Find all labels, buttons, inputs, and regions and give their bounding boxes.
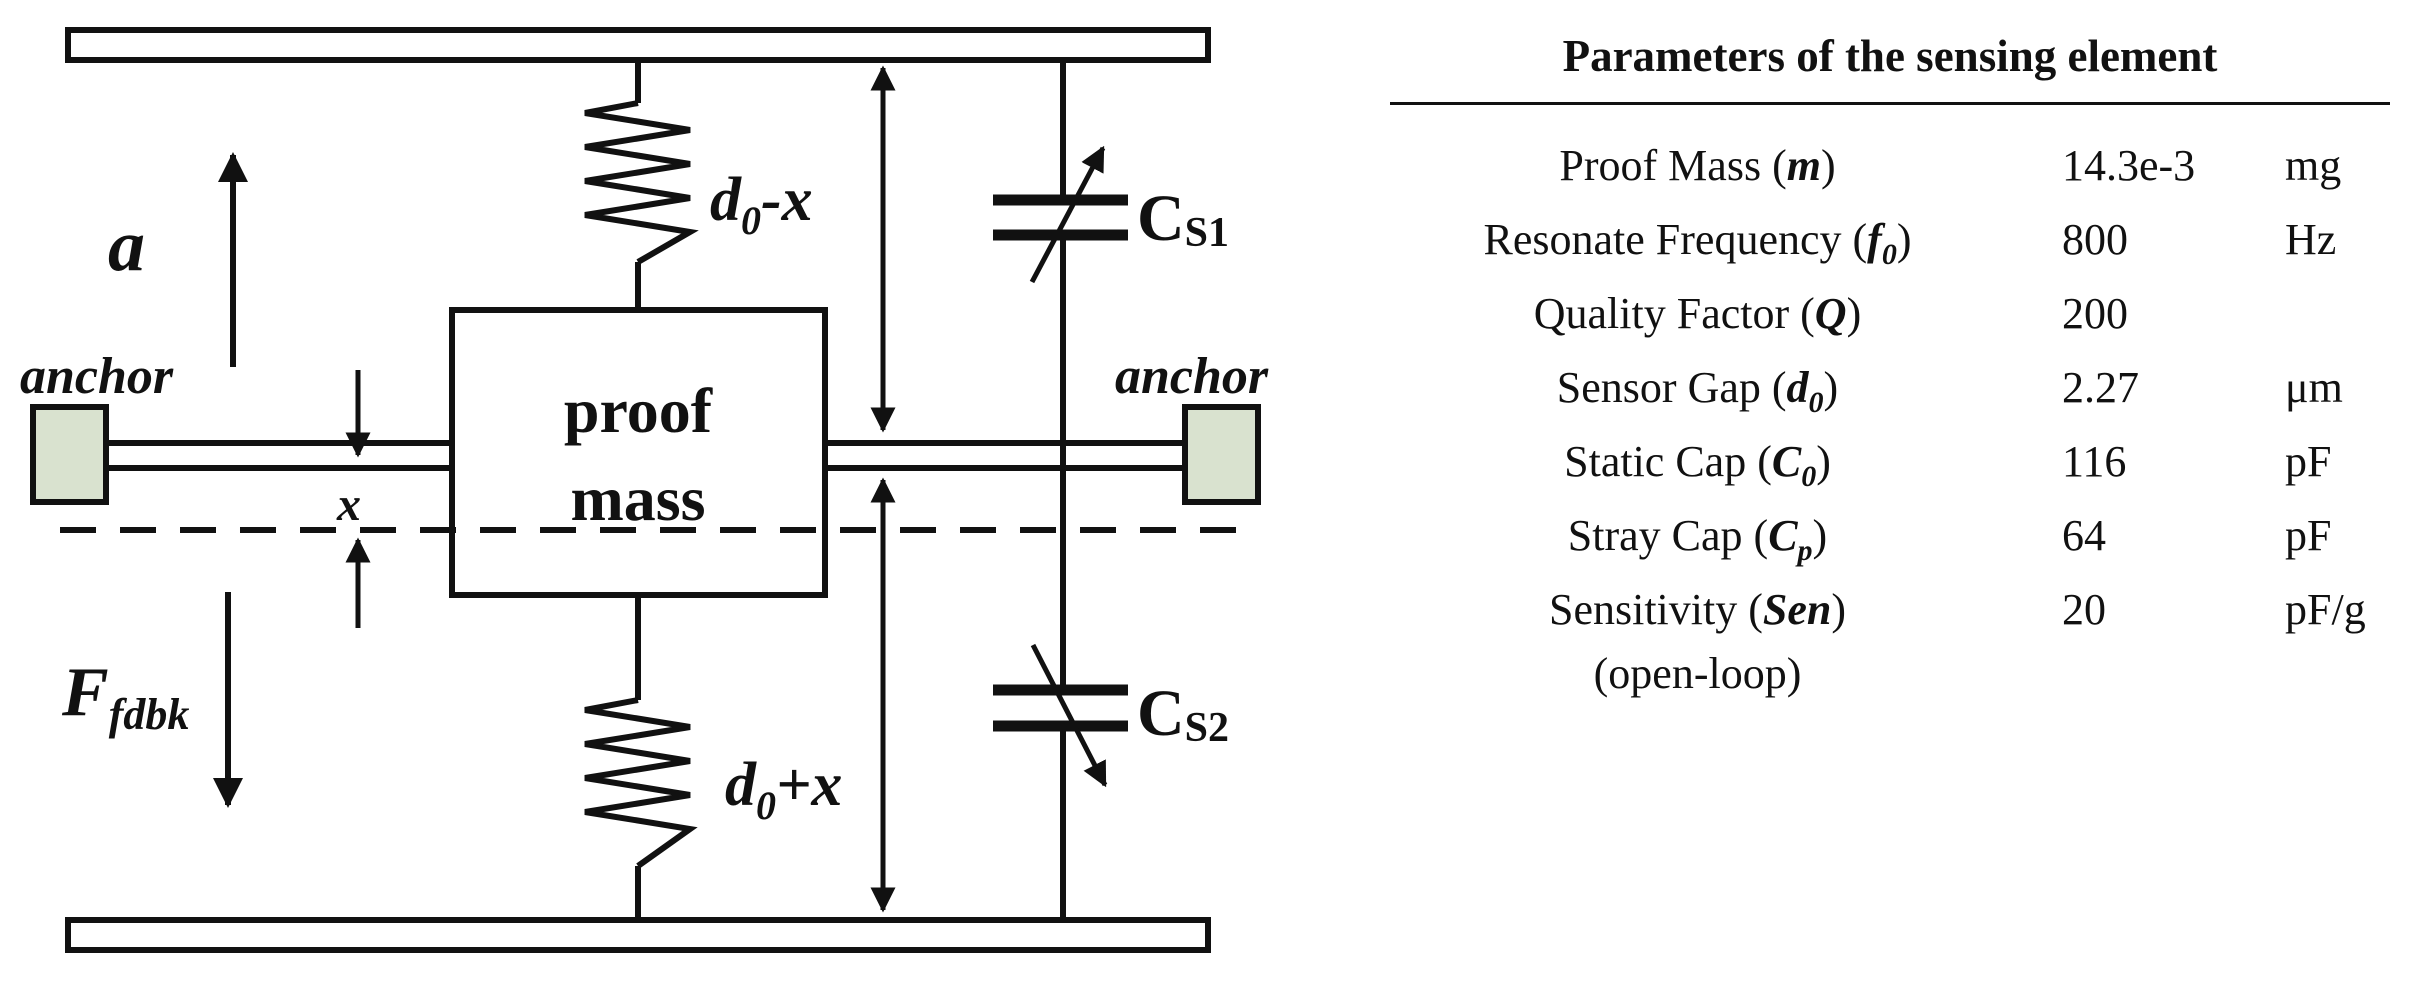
sensitivity-note: (open-loop) — [1593, 649, 1802, 698]
bottom-plate — [65, 917, 1211, 953]
parameter-table-title: Parameters of the sensing element — [1562, 31, 2218, 81]
parameter-row: Stray Cap (Cp) 64 pF — [1390, 510, 2414, 584]
beam-right — [825, 440, 1185, 471]
gap-bottom-rest: +x — [776, 751, 842, 819]
proof-mass-label-line2: mass — [570, 463, 705, 534]
parameter-unit: pF — [2285, 511, 2332, 560]
feedback-force-main: F — [61, 654, 109, 731]
parameter-value: 2.27 — [2062, 363, 2139, 412]
gap-top-sub: 0 — [741, 198, 761, 243]
parameter-name: Proof Mass (m) — [1559, 141, 1836, 190]
parameter-unit: Hz — [2285, 215, 2337, 264]
parameter-name: Sensitivity (Sen) — [1548, 585, 1847, 634]
capacitor-cs1 — [993, 145, 1128, 284]
parameter-value: 64 — [2062, 511, 2106, 560]
parameter-name: Quality Factor (Q) — [1533, 289, 1862, 338]
parameter-row: Quality Factor (Q) 200 — [1390, 288, 2414, 362]
cap-cs2-sub: S2 — [1185, 705, 1229, 751]
spring-top — [584, 60, 699, 310]
parameter-value: 20 — [2062, 585, 2106, 634]
displacement-label: x — [336, 478, 361, 531]
gap-bottom-label: d0+x — [725, 751, 842, 828]
acceleration-label: a — [108, 205, 145, 287]
anchor-right-label: anchor — [1115, 348, 1269, 405]
parameter-value: 14.3e-3 — [2062, 141, 2196, 190]
gap-top-d: d — [710, 166, 742, 234]
cap-cs1-label: CS1 — [1137, 182, 1229, 256]
parameter-value: 200 — [2062, 289, 2128, 338]
proof-mass-block — [449, 307, 828, 598]
parameter-unit: mg — [2285, 141, 2342, 190]
capacitor-cs2 — [993, 643, 1128, 788]
beam-left — [106, 440, 450, 471]
anchor-left-label: anchor — [20, 348, 174, 405]
parameter-name: Resonate Frequency (f0) — [1483, 215, 1912, 271]
parameter-row: Sensitivity (Sen) 20 pF/g — [1390, 584, 2414, 658]
anchor-right-block — [1182, 404, 1261, 505]
feedback-force-label: Ffdbk — [61, 654, 189, 739]
gap-top-label: d0-x — [710, 166, 813, 243]
parameter-row: Proof Mass (m) 14.3e-3 mg — [1390, 140, 2414, 214]
gap-top-rest: -x — [761, 166, 813, 234]
parameter-value: 116 — [2062, 437, 2127, 486]
parameter-value: 800 — [2062, 215, 2128, 264]
gap-bottom-d: d — [725, 751, 757, 819]
cap-cs2-main: C — [1137, 677, 1185, 750]
accelerometer-diagram: a anchor anchor proof mass x Ffdbk d0-x … — [20, 27, 1269, 953]
proof-mass-label-line1: proof — [564, 375, 713, 446]
spring-bottom — [584, 595, 698, 920]
parameter-row: Resonate Frequency (f0) 800 Hz — [1390, 214, 2414, 288]
parameter-table: Parameters of the sensing element Proof … — [1390, 0, 2414, 993]
cap-cs1-sub: S1 — [1185, 210, 1229, 256]
cap-cs1-main: C — [1137, 182, 1185, 255]
parameter-name: Sensor Gap (d0) — [1556, 363, 1839, 419]
cap-cs2-label: CS2 — [1137, 677, 1229, 751]
parameter-unit: pF — [2285, 437, 2332, 486]
parameter-row: Static Cap (C0) 116 pF — [1390, 436, 2414, 510]
parameter-row: Sensor Gap (d0) 2.27 μm — [1390, 362, 2414, 436]
title-rule — [1390, 102, 2390, 105]
parameter-name: Static Cap (C0) — [1564, 437, 1831, 493]
parameter-name: Stray Cap (Cp) — [1567, 511, 1828, 567]
anchor-left-block — [30, 404, 109, 505]
parameter-unit: pF/g — [2285, 585, 2366, 634]
parameter-unit: μm — [2285, 363, 2343, 412]
gap-bottom-sub: 0 — [756, 783, 776, 828]
top-plate — [65, 27, 1211, 63]
feedback-force-sub: fdbk — [109, 690, 190, 739]
